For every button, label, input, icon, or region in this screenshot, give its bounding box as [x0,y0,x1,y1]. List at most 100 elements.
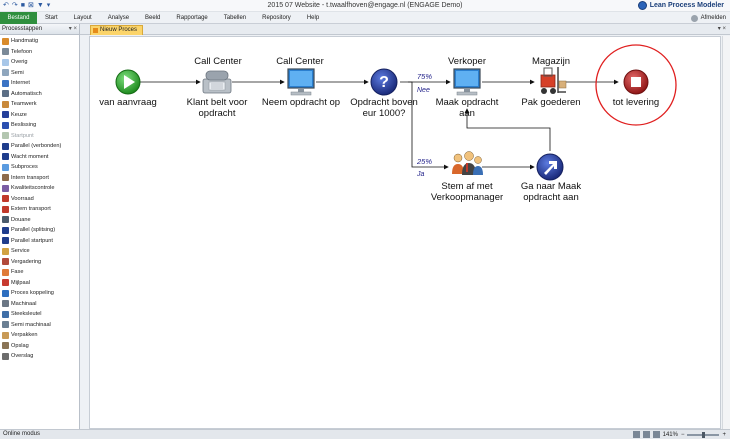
brand-logo-icon [637,1,647,10]
menu-tabellen[interactable]: Tabellen [223,15,247,21]
process-step-item[interactable]: Proces koppeling [0,288,79,299]
start-node-icon[interactable] [115,69,141,95]
menu-beeld[interactable]: Beeld [145,15,161,21]
pin-icon[interactable]: ▾ [68,26,72,32]
process-step-item[interactable]: Beslissing [0,120,79,131]
meeting-icon[interactable] [452,151,483,176]
menu-layout[interactable]: Layout [73,15,92,21]
process-step-item[interactable]: Douane [0,215,79,226]
step-label: Kwaliteitscontrole [11,185,55,192]
menu-file[interactable]: Bestand [0,12,37,24]
process-step-item[interactable]: Startpunt [0,131,79,142]
process-link-icon[interactable] [536,153,564,181]
process-step-item[interactable]: Intern transport [0,173,79,184]
forklift-icon[interactable] [540,67,567,94]
process-step-item[interactable]: Wacht moment [0,152,79,163]
zoom-slider[interactable] [687,431,720,438]
process-step-item[interactable]: Fase [0,267,79,278]
save-icon[interactable]: ■ [20,2,25,9]
lane-label-call-center: Call Center [194,56,242,67]
step-label: Intern transport [11,174,49,181]
node-label-eind[interactable]: tot levering [612,97,660,108]
step-label: Parallel (verbonden) [11,143,62,150]
redo-icon[interactable]: ↷ [11,2,18,9]
menu-repository[interactable]: Repository [262,15,291,21]
process-step-item[interactable]: Parallel startpunt [0,236,79,247]
process-step-item[interactable]: Machinaal [0,299,79,310]
process-step-item[interactable]: Opslag [0,341,79,352]
step-label: Machinaal [11,300,37,307]
window-title: 2015 07 Website - t.twaalfhoven@engage.n… [267,2,463,9]
branch-percentage: 25% [417,157,433,166]
step-icon [2,174,9,182]
node-label-klant[interactable]: Klant belt voor opdracht [186,97,248,119]
node-label-pak[interactable]: Pak goederen [521,97,581,108]
filter-icon[interactable]: ▼ [36,2,44,9]
view-full-icon[interactable] [652,431,660,438]
process-step-item[interactable]: Teamwerk [0,99,79,110]
view-normal-icon[interactable] [632,431,640,438]
panel-header: Processtappen ▾ × [0,24,79,35]
quick-access-toolbar: ↶ ↷ ■ ⊠ ▼ ▾ [3,1,50,11]
view-page-icon[interactable] [642,431,650,438]
process-step-item[interactable]: Overig [0,57,79,68]
process-step-item[interactable]: Internet [0,78,79,89]
menu-items: Start Layout Analyse Beeld Rapportage Ta… [37,12,327,24]
step-icon [2,321,9,329]
process-step-item[interactable]: Telefoon [0,47,79,58]
zoom-in-button[interactable]: + [722,431,726,438]
process-step-item[interactable]: Vergadering [0,257,79,268]
lane-label-verkoper: Verkoper [447,56,487,67]
node-label-start[interactable]: van aanvraag [99,97,157,108]
process-step-item[interactable]: Service [0,246,79,257]
process-step-item[interactable]: Kwaliteitscontrole [0,183,79,194]
node-label-ga[interactable]: Ga naar Maak opdracht aan [520,181,582,203]
step-label: Keuze [11,111,27,118]
step-icon [2,163,9,171]
process-step-item[interactable]: Overslag [0,351,79,362]
tab-nieuw-proces[interactable]: Nieuw Proces [90,25,144,35]
node-label-stem[interactable]: Stem af met Verkoopmanager [430,181,504,203]
highlight-circle [595,44,677,126]
logout-link[interactable]: Afmelden [700,15,726,21]
process-step-item[interactable]: Mijlpaal [0,278,79,289]
process-step-item[interactable]: Verpakken [0,330,79,341]
tab-close-icon[interactable]: × [722,26,726,32]
process-step-item[interactable]: Automatisch [0,89,79,100]
stop-node-icon[interactable] [623,69,649,95]
node-label-vraag[interactable]: Opdracht boven eur 1000? [350,97,418,119]
branch-percentage: 75% [417,72,433,81]
vertical-scrollbar[interactable] [722,36,730,429]
computer-icon[interactable] [453,68,481,96]
undo-icon[interactable]: ↶ [3,2,9,9]
process-step-item[interactable]: Parallel (splitsing) [0,225,79,236]
process-step-item[interactable]: Handmatig [0,36,79,47]
close-icon[interactable]: × [73,26,77,32]
customize-icon[interactable]: ▾ [46,2,51,9]
node-label-maak[interactable]: Maak opdracht aan [435,97,499,119]
computer-icon[interactable] [287,68,315,96]
process-step-item[interactable]: Semi [0,68,79,79]
step-label: Voorraad [11,195,34,202]
telephone-icon[interactable] [202,70,232,94]
node-label-neem[interactable]: Neem opdracht op [261,97,341,108]
process-step-item[interactable]: Extern transport [0,204,79,215]
process-canvas[interactable]: ? [89,36,721,429]
export-icon[interactable]: ⊠ [27,2,34,9]
brand: Lean Process Modeler [637,1,724,10]
process-step-item[interactable]: Parallel (verbonden) [0,141,79,152]
zoom-level: 141% [662,431,678,438]
zoom-out-button[interactable]: − [680,431,685,438]
process-step-item[interactable]: Keuze [0,110,79,121]
tab-menu-icon[interactable]: ▾ [717,26,721,32]
step-label: Semi machinaal [11,321,51,328]
process-step-item[interactable]: Subproces [0,162,79,173]
menu-start[interactable]: Start [45,15,58,21]
question-icon[interactable]: ? [370,68,398,96]
process-step-item[interactable]: Voorraad [0,194,79,205]
process-step-item[interactable]: Semi machinaal [0,320,79,331]
menu-rapportage[interactable]: Rapportage [176,15,208,21]
process-step-item[interactable]: Steeksleutel [0,309,79,320]
menu-help[interactable]: Help [306,15,320,21]
menu-analyse[interactable]: Analyse [107,15,130,21]
